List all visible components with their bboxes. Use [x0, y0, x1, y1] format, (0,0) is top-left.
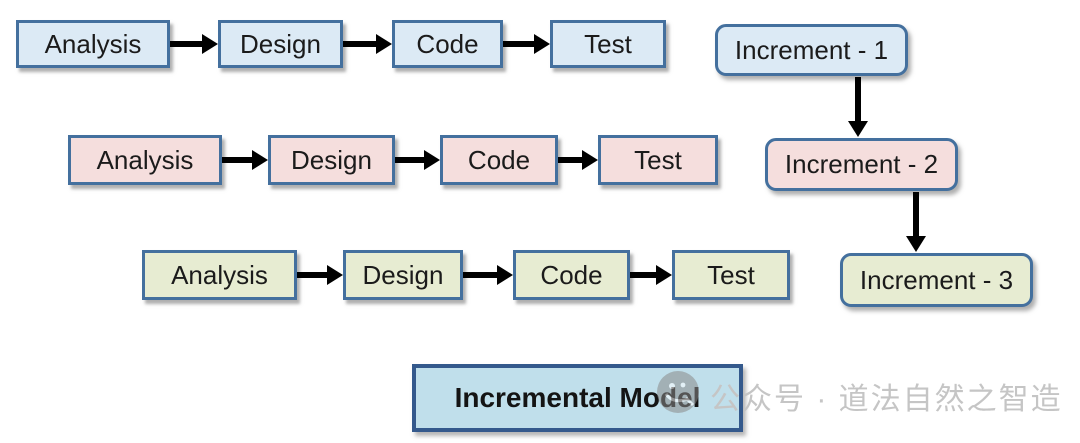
watermark-text: 公众号 · 道法自然之智造 — [710, 383, 1063, 416]
phase-box-analysis-1: Analysis — [16, 20, 170, 68]
phase-label: Code — [467, 144, 531, 175]
increment-2-box: Increment - 2 — [765, 138, 958, 191]
phase-box-test-3: Test — [672, 250, 790, 300]
increment-label: Increment - 1 — [734, 34, 889, 65]
phase-box-test-2: Test — [598, 135, 718, 185]
phase-label: Test — [707, 259, 755, 290]
arrow-down-icon — [848, 77, 868, 137]
phase-box-design-2: Design — [268, 135, 395, 185]
phase-label: Analysis — [44, 28, 142, 59]
phase-box-analysis-3: Analysis — [142, 250, 297, 300]
phase-box-design-1: Design — [218, 20, 343, 68]
increment-label: Increment - 3 — [859, 264, 1014, 295]
phase-box-code-3: Code — [513, 250, 630, 300]
arrow-right-icon — [222, 150, 268, 170]
arrow-right-icon — [558, 150, 598, 170]
phase-label: Code — [416, 28, 479, 59]
phase-label: Design — [291, 144, 372, 175]
increment-label: Increment - 2 — [784, 149, 939, 179]
arrow-right-icon — [630, 265, 672, 285]
arrow-right-icon — [297, 265, 343, 285]
phase-label: Design — [240, 28, 321, 59]
phase-box-code-1: Code — [392, 20, 503, 68]
phase-box-design-3: Design — [343, 250, 463, 300]
arrow-right-icon — [343, 34, 392, 54]
arrow-right-icon — [395, 150, 440, 170]
phase-label: Test — [584, 28, 632, 59]
increment-1-box: Increment - 1 — [715, 24, 908, 76]
wechat-official-account-icon — [657, 371, 699, 413]
arrow-down-icon — [906, 192, 926, 252]
phase-label: Design — [362, 259, 444, 290]
phase-label: Code — [540, 259, 603, 290]
arrow-right-icon — [170, 34, 218, 54]
arrow-right-icon — [503, 34, 550, 54]
phase-box-analysis-2: Analysis — [68, 135, 222, 185]
phase-label: Test — [634, 144, 682, 175]
phase-label: Analysis — [171, 259, 268, 290]
arrow-right-icon — [463, 265, 513, 285]
phase-box-code-2: Code — [440, 135, 558, 185]
increment-3-box: Increment - 3 — [840, 253, 1033, 307]
phase-box-test-1: Test — [550, 20, 666, 68]
phase-label: Analysis — [96, 144, 194, 175]
